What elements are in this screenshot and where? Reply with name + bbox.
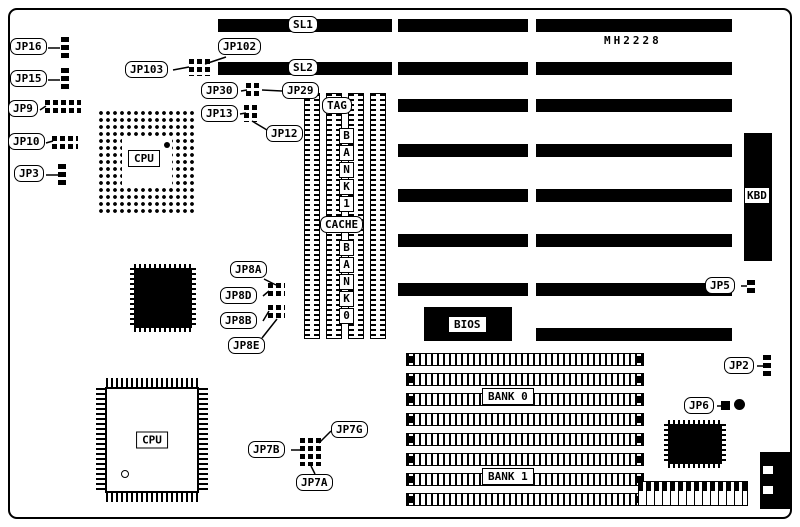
- slot-bar: [398, 99, 528, 112]
- jp30-jp29-pins: [246, 83, 261, 97]
- jp2-pins: [763, 355, 771, 379]
- simm-bank1-label: BANK 1: [482, 468, 534, 485]
- slot-bar: [398, 19, 528, 32]
- jumper-label-jp16: JP16: [10, 38, 47, 55]
- bank1-letter: K: [339, 179, 354, 195]
- pin-header-connector: [638, 481, 748, 506]
- bank1-letter: 1: [339, 196, 354, 212]
- cpu-socket-label: CPU: [128, 150, 160, 167]
- jumper-label-jp8a: JP8A: [230, 261, 267, 278]
- jumper-label-jp3: JP3: [14, 165, 44, 182]
- asic-chip-lower: [664, 420, 726, 468]
- slot-bar: [398, 62, 528, 75]
- bios-label: BIOS: [448, 316, 487, 333]
- jp6-connector: [721, 401, 730, 410]
- asic-chip-upper: [130, 264, 196, 332]
- jp16-pins: [61, 37, 69, 61]
- simm-socket: [406, 433, 644, 446]
- slot-bar: [536, 19, 732, 32]
- chip-pins-bottom: [134, 328, 192, 332]
- slot-bar: [398, 189, 528, 202]
- qfp-pin1-marker: [121, 470, 129, 478]
- qfp-pins-top: [106, 378, 198, 387]
- jumper-label-jp13: JP13: [201, 105, 238, 122]
- jumper-label-jp7b: JP7B: [248, 441, 285, 458]
- tag-ram-label: TAG: [322, 97, 352, 114]
- jumper-label-jp9: JP9: [8, 100, 38, 117]
- slot-bar: [398, 144, 528, 157]
- qfp-pins-left: [96, 388, 105, 492]
- bank0-letter: N: [339, 274, 354, 290]
- jp8-pins-lower: [268, 305, 285, 319]
- jp102-jp103-pins: [189, 59, 211, 76]
- jumper-label-jp6: JP6: [684, 397, 714, 414]
- simm-socket: [406, 413, 644, 426]
- slot-bar: [398, 234, 528, 247]
- slot-bar: [536, 234, 732, 247]
- jp7-pins: [300, 438, 321, 466]
- jumper-label-jp7a: JP7A: [296, 474, 333, 491]
- board-part-number: MH2228: [604, 34, 662, 47]
- simm-bank0-label: BANK 0: [482, 388, 534, 405]
- jp9-pins: [45, 100, 81, 113]
- simm-socket: [406, 373, 644, 386]
- bank0-letter: B: [339, 240, 354, 256]
- slot-bar: [536, 99, 732, 112]
- chip-pins-right: [192, 268, 196, 328]
- jumper-label-jp12: JP12: [266, 125, 303, 142]
- jumper-label-jp103: JP103: [125, 61, 169, 78]
- jumper-label-jp5: JP5: [705, 277, 735, 294]
- jumper-label-jp8b: JP8B: [220, 312, 257, 329]
- cache-ram-strip: [304, 93, 320, 339]
- slot-label-sl1: SL1: [288, 16, 318, 33]
- slot-bar: [536, 189, 732, 202]
- bank0-letter: K: [339, 291, 354, 307]
- jp3-pins: [58, 164, 66, 188]
- simm-socket: [406, 453, 644, 466]
- cpu-qfp: CPU: [96, 378, 208, 502]
- simm-socket: [406, 493, 644, 506]
- slot-bar: [398, 283, 528, 296]
- simm-socket: [406, 353, 644, 366]
- qfp-pins-bottom: [106, 493, 198, 502]
- chip-pins-right: [722, 424, 726, 464]
- jp15-pins: [61, 68, 69, 90]
- bank1-letter: B: [339, 128, 354, 144]
- jp5-pins: [747, 280, 755, 295]
- jumper-label-jp102: JP102: [218, 38, 262, 55]
- cpu-qfp-label: CPU: [136, 431, 168, 449]
- jumper-label-jp8d: JP8D: [220, 287, 257, 304]
- jumper-label-jp7g: JP7G: [331, 421, 368, 438]
- slot-bar: [536, 144, 732, 157]
- power-connector: [760, 452, 790, 509]
- slot-bar: [536, 328, 732, 341]
- chip-pins-bottom: [668, 464, 722, 468]
- qfp-pins-right: [199, 388, 208, 492]
- jp10-pins: [52, 136, 78, 149]
- slot-bar: [536, 62, 732, 75]
- cache-label: CACHE: [320, 216, 364, 233]
- bank1-letter: A: [339, 145, 354, 161]
- jumper-label-jp2: JP2: [724, 357, 754, 374]
- jp6-connector-ball: [734, 399, 745, 410]
- jp8-pins-upper: [268, 283, 285, 297]
- bank0-letter: A: [339, 257, 354, 273]
- bank1-letter: N: [339, 162, 354, 178]
- slot-label-sl2: SL2: [288, 59, 318, 76]
- jumper-label-jp15: JP15: [10, 70, 47, 87]
- cpu-pin1-dot: [164, 142, 170, 148]
- jp13-jp12-pins: [244, 105, 258, 122]
- chip-body: [134, 268, 192, 328]
- jumper-label-jp29: JP29: [282, 82, 319, 99]
- chip-body: [668, 424, 722, 464]
- jumper-label-jp30: JP30: [201, 82, 238, 99]
- jumper-label-jp8e: JP8E: [228, 337, 265, 354]
- qfp-body: CPU: [105, 387, 199, 493]
- cache-ram-strip: [370, 93, 386, 339]
- slot-bar: [536, 283, 732, 296]
- jumper-label-jp10: JP10: [8, 133, 45, 150]
- keyboard-label: KBD: [744, 187, 770, 204]
- bank0-letter: 0: [339, 308, 354, 324]
